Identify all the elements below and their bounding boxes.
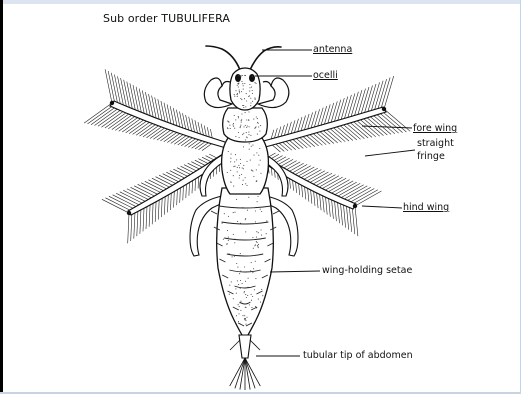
leader-setae bbox=[270, 271, 320, 272]
label-wing-holding-setae: wing-holding setae bbox=[322, 265, 412, 276]
label-fore-wing: fore wing bbox=[413, 123, 457, 134]
abdomen-tube bbox=[239, 335, 251, 358]
foreleg-right-tip bbox=[263, 82, 271, 87]
label-fringe: fringe bbox=[417, 151, 445, 162]
label-tubular-tip: tubular tip of abdomen bbox=[303, 350, 413, 361]
label-antenna: antenna bbox=[313, 44, 352, 55]
hind-wing-left-tip bbox=[127, 211, 131, 215]
head bbox=[230, 68, 260, 110]
leader-straight-fringe bbox=[365, 150, 415, 156]
abdomen bbox=[217, 188, 274, 340]
fore-wing-right bbox=[256, 107, 386, 149]
eye-left bbox=[235, 74, 241, 82]
antenna-left bbox=[206, 46, 240, 70]
fore-wing-left-tip bbox=[110, 101, 114, 105]
thorax bbox=[222, 138, 269, 194]
label-hind-wing: hind wing bbox=[403, 202, 449, 213]
foreleg-left-tip bbox=[222, 82, 230, 87]
foreleg-left bbox=[204, 78, 232, 108]
label-ocelli: ocelli bbox=[313, 70, 338, 81]
fore-wing-right-tip bbox=[382, 107, 386, 111]
foreleg-right bbox=[258, 78, 289, 108]
hind-wing-right-tip bbox=[353, 204, 357, 208]
label-straight: straight bbox=[417, 138, 454, 149]
diagram-title: Sub order TUBULIFERA bbox=[103, 12, 230, 25]
leader-hind-wing bbox=[362, 206, 402, 208]
eye-right bbox=[249, 74, 255, 82]
